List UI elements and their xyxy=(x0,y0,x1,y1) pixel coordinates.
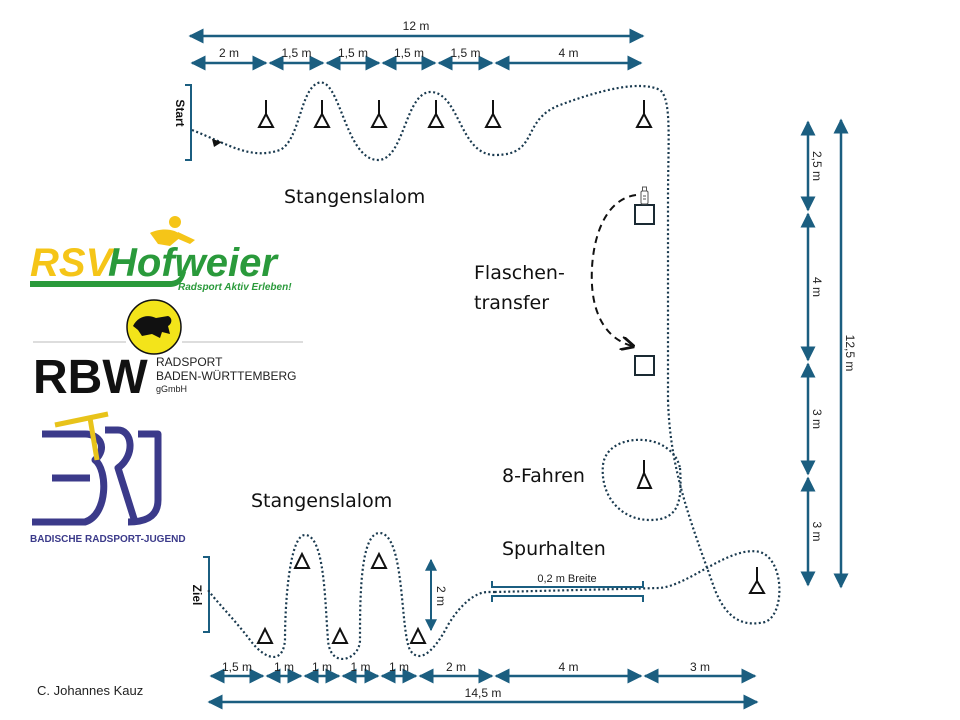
figure-eight-cone-lower xyxy=(748,567,766,594)
bottle-transfer-label-line1: Flaschen- xyxy=(474,262,565,284)
slalom-cone-icon xyxy=(635,100,653,128)
lion-emblem-icon xyxy=(126,299,182,355)
top-slalom-label: Stangenslalom xyxy=(284,186,425,208)
bottle-icon xyxy=(640,186,649,205)
rbw-logo: RBW RADSPORT BADEN-WÜRTTEMBERG gGmbH xyxy=(33,299,303,404)
top-segment-label: 1,5 m xyxy=(450,46,480,60)
brj-logo: BADISCHE RADSPORT-JUGEND xyxy=(30,411,186,545)
slalom-cone-icon xyxy=(256,626,274,644)
bottom-slalom-cones xyxy=(256,551,427,644)
rsv-hofweier-logo: RSV Hofweier Radsport Aktiv Erleben! xyxy=(30,216,292,293)
bottle-dropoff-box xyxy=(634,355,655,376)
riding-path xyxy=(191,81,781,660)
start-label: Start xyxy=(173,99,187,126)
top-segment-label: 2 m xyxy=(219,46,239,60)
rsv-logo-part2: Hofweier xyxy=(108,241,279,285)
lane-keeping-label: Spurhalten xyxy=(502,538,606,560)
brj-caption: BADISCHE RADSPORT-JUGEND xyxy=(30,534,186,545)
start-direction-arrow xyxy=(212,139,222,147)
rbw-logo-letters: RBW xyxy=(33,351,148,404)
top-segment-label: 1,5 m xyxy=(394,46,424,60)
figure-eight-label: 8-Fahren xyxy=(502,465,585,487)
top-segment-label: 4 m xyxy=(558,46,578,60)
bottle-pickup-box xyxy=(634,204,655,225)
lane-width-label: 0,2 m Breite xyxy=(537,573,596,585)
figure-eight-cone-upper xyxy=(636,460,653,489)
top-total-label: 12 m xyxy=(403,19,430,33)
slalom-cone-icon xyxy=(484,100,502,128)
top-dimensions: 12 m 2 m 1,5 m 1,5 m 1,5 m 1,5 m 4 m xyxy=(188,19,645,71)
path-figure-eight-loop xyxy=(601,438,682,522)
bike-fork-accent xyxy=(54,411,109,461)
slalom-cone-icon xyxy=(257,100,275,128)
slalom-offset-label: 2 m xyxy=(434,586,448,606)
bottom-segment-label: 1,5 m xyxy=(222,660,252,674)
rsv-swoosh xyxy=(30,272,186,287)
right-segment-label: 4 m xyxy=(810,277,824,297)
bottom-dimensions: 1,5 m 1 m 1 m 1 m 1 m 2 m 4 m 3 m 14,5 m xyxy=(207,660,759,710)
path-bottom-slalom xyxy=(207,531,495,660)
path-right-descent xyxy=(494,399,781,625)
lane-keeping-bracket xyxy=(491,581,644,602)
finish-marker: Ziel xyxy=(190,556,210,633)
slalom-cone-icon xyxy=(427,100,445,128)
slalom-cone-icon xyxy=(370,551,388,569)
bottle-transfer-arrow xyxy=(590,194,636,346)
right-segment-label: 3 m xyxy=(810,409,824,429)
right-dimensions: 2,5 m 4 m 3 m 3 m 12,5 m xyxy=(800,118,857,589)
start-marker: Start xyxy=(173,84,192,161)
bottom-segment-label: 1 m xyxy=(274,660,294,674)
cyclist-icon xyxy=(150,216,195,246)
rbw-subtitle-line1: RADSPORT xyxy=(156,355,223,369)
path-top-slalom xyxy=(191,81,670,400)
bottom-segment-label: 1 m xyxy=(312,660,332,674)
bottom-segment-label: 1 m xyxy=(389,660,409,674)
bottom-segment-label: 1 m xyxy=(350,660,370,674)
bottom-total-label: 14,5 m xyxy=(465,686,502,700)
rbw-subtitle-line3: gGmbH xyxy=(156,384,187,394)
bottom-segment-label: 4 m xyxy=(558,660,578,674)
top-slalom-cones xyxy=(257,100,653,128)
right-segment-label: 3 m xyxy=(810,521,824,541)
right-total-label: 12,5 m xyxy=(843,335,857,372)
author-credit: C. Johannes Kauz xyxy=(37,683,143,698)
top-segment-label: 1,5 m xyxy=(338,46,368,60)
bottle-transfer-label-line2: transfer xyxy=(474,292,549,314)
rsv-tagline: Radsport Aktiv Erleben! xyxy=(178,282,292,293)
bottom-segment-label: 3 m xyxy=(690,660,710,674)
slalom-cone-icon xyxy=(293,551,311,569)
slalom-cone-icon xyxy=(370,100,388,128)
slalom-cone-icon xyxy=(331,626,349,644)
right-segment-label: 2,5 m xyxy=(810,151,824,181)
bottom-slalom-label: Stangenslalom xyxy=(251,490,392,512)
bottom-segment-label: 2 m xyxy=(446,660,466,674)
rsv-logo-part1: RSV xyxy=(30,241,116,285)
top-segment-label: 1,5 m xyxy=(281,46,311,60)
rbw-subtitle-line2: BADEN-WÜRTTEMBERG xyxy=(156,369,296,383)
slalom-cone-icon xyxy=(313,100,331,128)
slalom-cone-icon xyxy=(409,626,427,644)
finish-label: Ziel xyxy=(190,585,204,606)
